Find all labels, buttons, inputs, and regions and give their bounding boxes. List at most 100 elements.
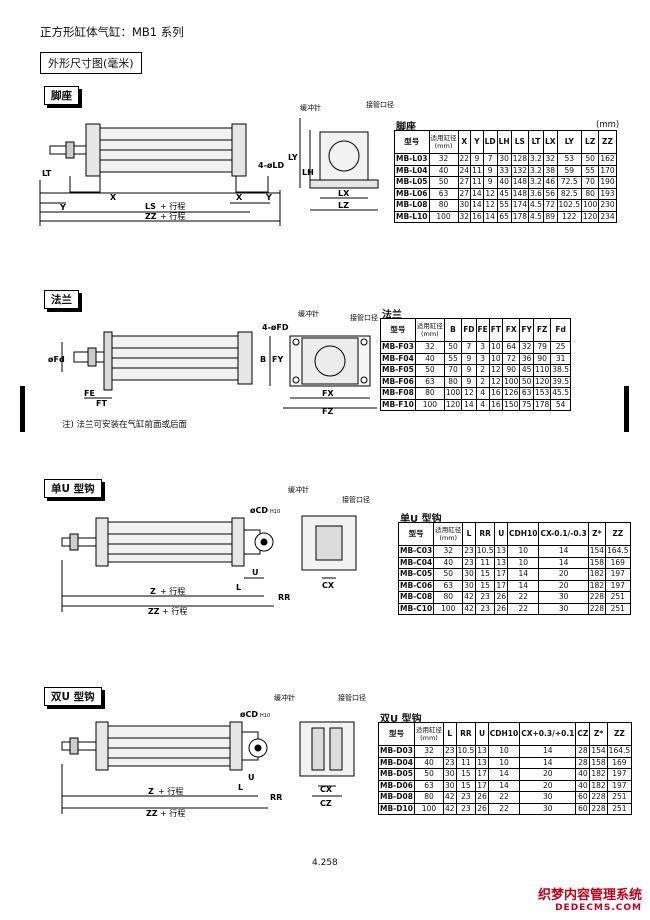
- model-cell: MB-F05: [380, 364, 416, 377]
- table-cell: 55: [496, 199, 512, 212]
- table-cell: 132: [510, 164, 530, 177]
- table-cell: 80: [414, 387, 445, 400]
- model-cell: MB-C08: [397, 591, 435, 604]
- side-tab-right: [624, 386, 629, 432]
- table-cell: 63: [413, 779, 444, 792]
- table-cell: 72: [502, 352, 521, 365]
- table-header-cell: Z*: [589, 722, 608, 746]
- table-cell: 22: [457, 153, 472, 166]
- watermark-url: DEDECMS.COM: [555, 903, 642, 913]
- table-cell: 40: [575, 779, 591, 792]
- table-cell: 182: [587, 568, 607, 581]
- table-header-cell: LH: [496, 130, 512, 154]
- table-cell: 63: [519, 387, 534, 400]
- table-cell: 148: [510, 187, 530, 200]
- table-cell: 17: [494, 568, 509, 581]
- table-cell: 10.5: [455, 745, 477, 758]
- table-cell: 70: [443, 364, 463, 377]
- table-cell: 10: [488, 352, 504, 365]
- table-cell: 26: [494, 591, 509, 604]
- table-cell: 60: [575, 802, 591, 815]
- table-cell: 46: [542, 176, 558, 189]
- table-cell: 53: [556, 153, 583, 166]
- single-clevis-side-view: [61, 517, 274, 612]
- model-cell: MB-D06: [378, 779, 415, 792]
- table-cell: 23: [474, 602, 496, 615]
- table-header-cell: 适用缸径 (mm): [413, 722, 444, 746]
- table-cell: 27: [457, 176, 472, 189]
- dim-label-l-2: L: [238, 783, 243, 792]
- table-cell: 16: [470, 210, 484, 223]
- table-cell: 38: [542, 164, 558, 177]
- table-cell: 100: [580, 199, 600, 212]
- table-cell: 14: [538, 545, 589, 558]
- label-port-size-2: 接管口径: [350, 313, 378, 322]
- table-cell: 40: [575, 768, 591, 781]
- table-cell: 26: [475, 802, 489, 815]
- table-header-cell: U: [475, 722, 489, 746]
- dim-label-b: B: [260, 355, 266, 364]
- table-cell: 14: [487, 768, 521, 781]
- table-cell: 30: [496, 153, 512, 166]
- dim-label-h10-1: H10: [270, 509, 280, 515]
- table-cell: 169: [605, 556, 631, 569]
- table-cell: 102.5: [556, 199, 583, 212]
- table-cell: 45.5: [550, 387, 571, 400]
- table-header-cell: 适用缸径 (mm): [433, 522, 464, 546]
- dim-label-h10-2: H10: [260, 713, 270, 719]
- table-cell: 12: [482, 199, 498, 212]
- model-cell: MB-L10: [394, 210, 430, 223]
- table-cell: 14: [487, 779, 521, 792]
- section-tag-single-clevis: 单U 型钩: [44, 479, 102, 498]
- table-cell: 14: [538, 556, 589, 569]
- table-cell: 50: [443, 341, 463, 354]
- dim-label-zz-2: ZZ: [146, 809, 158, 818]
- table-cell: 40: [428, 164, 459, 177]
- dim-label-lz: LZ: [338, 201, 349, 210]
- table-cell: 20: [538, 568, 589, 581]
- table-cell: 251: [606, 791, 633, 804]
- table-cell: 63: [428, 187, 459, 200]
- dim-label-fz: FZ: [322, 407, 333, 416]
- dim-label-zz-2-stroke: + 行程: [160, 808, 185, 818]
- table-cell: 11: [455, 756, 477, 769]
- label-cushion-needle-1: 缓冲针: [300, 103, 321, 112]
- table-cell: 90: [532, 352, 552, 365]
- label-cushion-needle-4: 缓冲针: [274, 693, 295, 702]
- table-cell: 174: [510, 199, 530, 212]
- model-cell: MB-L03: [394, 153, 430, 166]
- table-cell: 40: [414, 352, 445, 365]
- dim-label-z-2-stroke: + 行程: [158, 786, 183, 796]
- table-header-cell: LX: [542, 130, 558, 154]
- table-cell: 63: [414, 375, 445, 388]
- label-port-size-4: 接管口径: [338, 693, 366, 702]
- model-cell: MB-F04: [380, 352, 416, 365]
- table-cell: 42: [462, 602, 476, 615]
- table-cell: 11: [474, 556, 496, 569]
- table-cell: 3.2: [528, 176, 544, 189]
- table-cell: 72.5: [556, 176, 583, 189]
- side-tab-left: [20, 386, 25, 432]
- dim-label-rr-2: RR: [270, 793, 282, 802]
- table-header-cell: X: [457, 130, 472, 154]
- flange-note: 注) 法兰可安装在气缸前面或后面: [62, 420, 188, 430]
- table-cell: 3.2: [528, 164, 544, 177]
- table-cell: 75: [519, 398, 534, 411]
- table-cell: 230: [598, 199, 617, 212]
- table-cell: 178: [532, 398, 552, 411]
- table-cell: 23: [442, 756, 457, 769]
- table-cell: 23: [462, 556, 476, 569]
- dim-label-cz-2: CZ: [320, 799, 332, 808]
- model-cell: MB-C10: [397, 602, 435, 615]
- table-cell: 7: [482, 153, 498, 166]
- table-cell: 164.5: [606, 745, 633, 758]
- table-header-cell: ZZ: [605, 522, 631, 546]
